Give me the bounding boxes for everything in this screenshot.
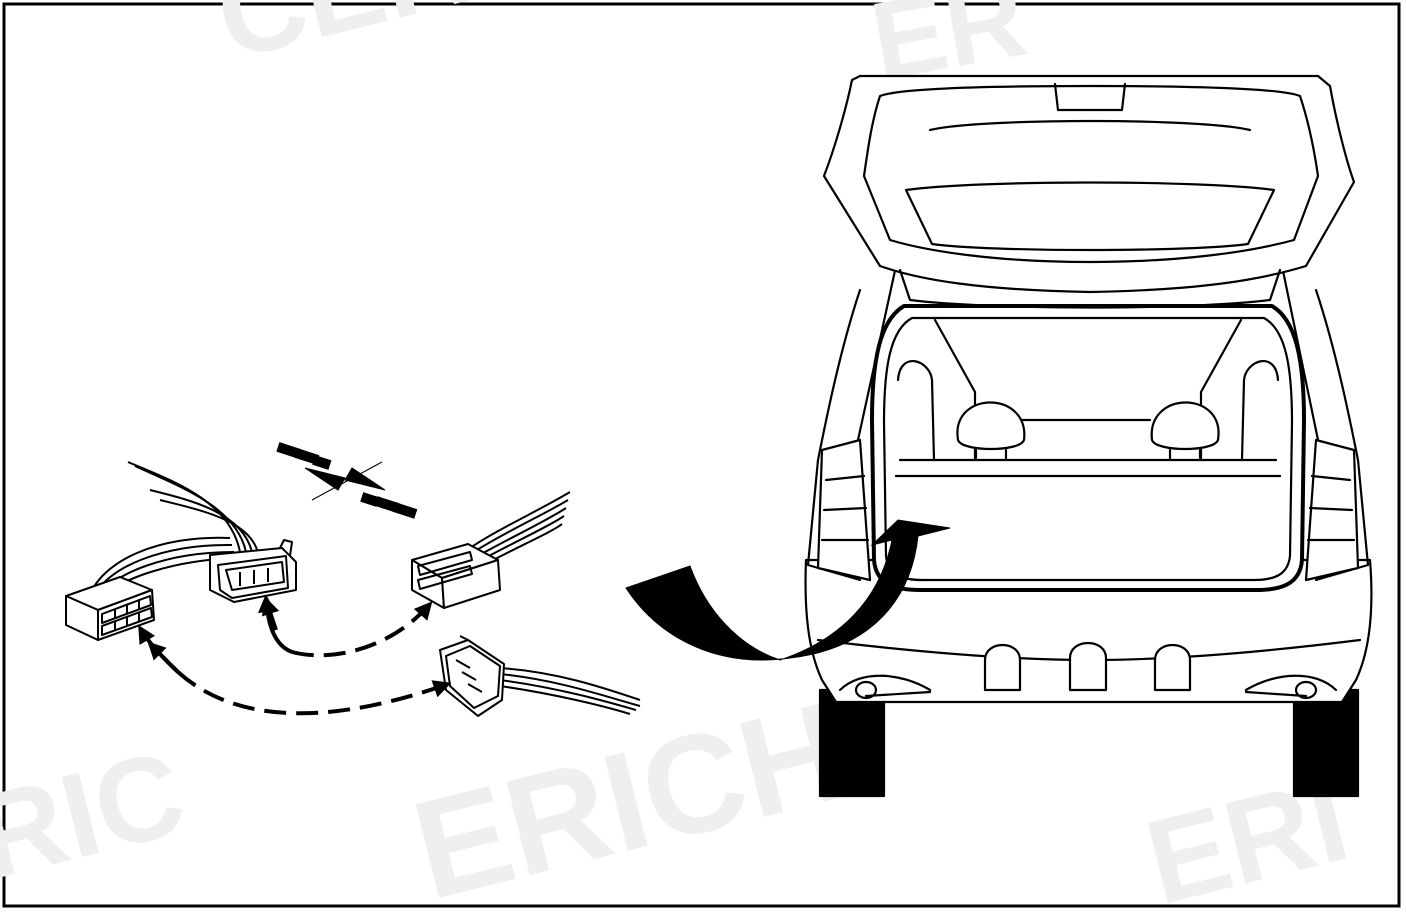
- tire-right-icon: [1294, 690, 1358, 796]
- vehicle-rear-panel: [806, 76, 1372, 796]
- tire-left-icon: [820, 690, 884, 796]
- liftgate: [824, 76, 1354, 308]
- rear-window: [906, 183, 1274, 251]
